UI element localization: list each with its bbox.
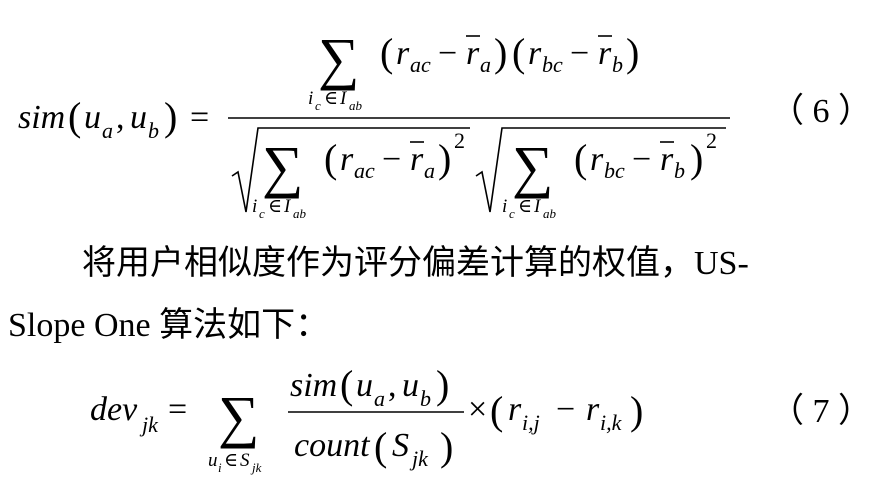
- svg-text:u: u: [402, 367, 419, 404]
- svg-text:bc: bc: [542, 52, 563, 77]
- svg-text:r: r: [586, 391, 600, 428]
- svg-text:I: I: [339, 88, 348, 109]
- svg-text:): ): [690, 136, 703, 181]
- svg-text:r: r: [340, 141, 354, 178]
- svg-text:×: ×: [468, 391, 487, 428]
- svg-text:(: (: [512, 30, 525, 75]
- eq6-num-sum: ∑: [318, 26, 359, 91]
- eq6-sim: sim: [18, 99, 65, 136]
- svg-text:ac: ac: [410, 52, 431, 77]
- svg-text:(: (: [490, 388, 503, 433]
- svg-text:a: a: [424, 158, 435, 183]
- svg-text:i: i: [502, 196, 507, 217]
- svg-text:∈: ∈: [268, 196, 282, 217]
- eq6-number: （ 6 ）: [770, 93, 872, 130]
- svg-text:c: c: [509, 206, 515, 221]
- svg-text:i: i: [218, 460, 222, 475]
- eq6-sub-a: a: [102, 118, 113, 143]
- svg-text:I: I: [533, 196, 542, 217]
- svg-text:u: u: [356, 367, 373, 404]
- svg-text:2: 2: [706, 128, 717, 153]
- svg-text:−: −: [438, 35, 457, 72]
- svg-text:ab: ab: [293, 206, 307, 221]
- svg-text:r: r: [466, 35, 480, 72]
- svg-text:r: r: [508, 391, 522, 428]
- equation-7: dev jk = ∑ u i ∈ S jk sim ( u a , u b ) …: [90, 362, 643, 475]
- svg-text:−: −: [632, 141, 651, 178]
- eq7-sum: ∑: [218, 384, 259, 449]
- svg-text:): ): [436, 362, 449, 407]
- svg-text:i,k: i,k: [600, 410, 623, 435]
- paragraph-line-2: Slope One 算法如下：: [8, 307, 330, 344]
- svg-text:i: i: [252, 196, 257, 217]
- svg-text:b: b: [420, 386, 431, 411]
- svg-text:): ): [630, 388, 643, 433]
- svg-text:r: r: [528, 35, 542, 72]
- svg-text:a: a: [374, 386, 385, 411]
- eq6-lparen: (: [68, 94, 81, 139]
- svg-text:(: (: [324, 136, 337, 181]
- svg-text:r: r: [598, 35, 612, 72]
- eq6-num-sum-index: i: [308, 88, 313, 109]
- svg-text:r: r: [590, 141, 604, 178]
- svg-text:I: I: [283, 196, 292, 217]
- eq6-rparen: ): [164, 94, 177, 139]
- eq6-u: u: [84, 99, 101, 136]
- svg-text:): ): [440, 424, 453, 469]
- svg-text:ab: ab: [543, 206, 557, 221]
- svg-text:(: (: [340, 362, 353, 407]
- svg-text:r: r: [410, 141, 424, 178]
- svg-text:sim: sim: [290, 367, 337, 404]
- eq6-radical-2: [475, 127, 726, 213]
- svg-text:u: u: [208, 450, 218, 471]
- eq6-equals: =: [190, 99, 209, 136]
- svg-text:b: b: [612, 52, 623, 77]
- svg-text:count: count: [294, 427, 371, 464]
- svg-text:jk: jk: [250, 460, 262, 475]
- svg-text:ab: ab: [349, 98, 363, 113]
- svg-text:c: c: [259, 206, 265, 221]
- svg-text:a: a: [480, 52, 491, 77]
- svg-text:∈: ∈: [224, 450, 238, 471]
- svg-text:): ): [438, 136, 451, 181]
- svg-text:jk: jk: [139, 412, 159, 437]
- svg-text:∑: ∑: [512, 134, 553, 199]
- svg-text:r: r: [660, 141, 674, 178]
- svg-text:∈: ∈: [518, 196, 532, 217]
- svg-text:bc: bc: [604, 158, 625, 183]
- svg-text:): ): [626, 30, 639, 75]
- svg-text:,: ,: [388, 367, 397, 404]
- svg-text:S: S: [240, 450, 250, 471]
- svg-text:ac: ac: [354, 158, 375, 183]
- svg-text:(: (: [380, 30, 393, 75]
- svg-text:−: −: [556, 391, 575, 428]
- svg-text:∑: ∑: [262, 134, 303, 199]
- eq6-u2: u: [130, 99, 147, 136]
- eq7-number: （ 7 ）: [770, 393, 872, 430]
- eq6-radical-1: [231, 127, 470, 213]
- svg-text:i,j: i,j: [522, 410, 540, 435]
- svg-text:b: b: [674, 158, 685, 183]
- paragraph-line-1: 将用户相似度作为评分偏差计算的权值，US-: [82, 245, 749, 282]
- svg-text:=: =: [168, 391, 187, 428]
- svg-text:c: c: [315, 98, 321, 113]
- svg-text:(: (: [574, 136, 587, 181]
- eq6-comma: ,: [116, 99, 125, 136]
- svg-text:2: 2: [454, 128, 465, 153]
- svg-text:−: −: [382, 141, 401, 178]
- svg-text:(: (: [374, 424, 387, 469]
- svg-text:S: S: [392, 427, 409, 464]
- eq6-sub-b: b: [148, 118, 159, 143]
- svg-text:−: −: [570, 35, 589, 72]
- svg-text:jk: jk: [409, 446, 429, 471]
- eq7-dev: dev: [90, 391, 138, 428]
- equation-6: sim ( u a , u b ) = ∑ i c ∈ I ab ( r ac …: [18, 26, 730, 221]
- svg-text:): ): [494, 30, 507, 75]
- svg-text:r: r: [396, 35, 410, 72]
- svg-text:∈: ∈: [324, 88, 338, 109]
